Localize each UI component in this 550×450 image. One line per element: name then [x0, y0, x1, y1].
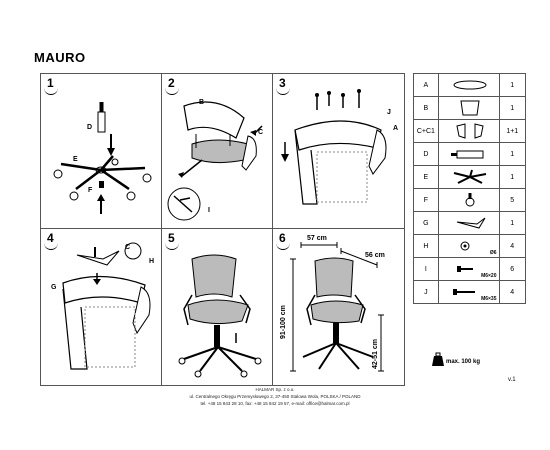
part-image: [437, 165, 500, 189]
part-code: G: [413, 211, 439, 235]
label-e: E: [73, 156, 78, 163]
weight-icon: [432, 352, 444, 366]
step-4-panel: 4 G C H: [41, 229, 162, 385]
step-1-number: 1: [44, 76, 58, 95]
part-row: C+C1 1+1: [413, 119, 526, 143]
footer-company: HALMAR Sp. z o.o.: [255, 387, 295, 392]
part-image: [437, 96, 500, 120]
part-quantity: 1: [498, 142, 526, 166]
backrest-assembly-illustration: B C I: [167, 99, 263, 221]
step-5-number: 5: [165, 231, 179, 250]
part-quantity: 1: [498, 165, 526, 189]
step-5-panel: 5: [162, 229, 273, 385]
label-a: A: [393, 125, 398, 132]
part-image: M6×35: [437, 280, 500, 304]
part-image: [437, 142, 500, 166]
step-3-panel: 3 J A: [273, 74, 404, 229]
part-code: D: [413, 142, 439, 166]
mechanism-assembly-illustration: G C H: [51, 242, 154, 370]
part-quantity: 6: [498, 257, 526, 281]
dimension-height: 91-100 cm: [280, 305, 287, 339]
seat-assembly-illustration: J A: [281, 89, 398, 205]
step-2-number: 2: [165, 76, 179, 95]
bolt-long-icon: [452, 289, 475, 295]
step-4-number: 4: [44, 231, 58, 250]
part-quantity: 4: [498, 234, 526, 258]
label-j: J: [387, 109, 391, 116]
gas-lift-icon: [450, 150, 484, 159]
dimension-depth: 56 cm: [365, 252, 385, 259]
bolt-icon: [456, 266, 473, 272]
part-code: E: [413, 165, 439, 189]
part-code: H: [413, 234, 439, 258]
step-6-number: 6: [276, 231, 290, 250]
caster-icon: [465, 193, 475, 207]
final-chair-illustration: [178, 254, 262, 378]
label-i: I: [208, 207, 210, 214]
step-3-number: 3: [276, 76, 290, 95]
part-quantity: 1: [498, 96, 526, 120]
part-quantity: 5: [498, 188, 526, 212]
part-image: [437, 119, 500, 143]
mechanism-icon: [456, 217, 486, 229]
dimension-width: 57 cm: [307, 235, 327, 242]
part-note: M6×35: [481, 296, 497, 302]
armrest-icon: [456, 123, 484, 139]
max-load-label: max. 100 kg: [446, 359, 481, 365]
part-image: [437, 73, 500, 97]
washer-icon: [460, 241, 470, 251]
part-image: Ø6: [437, 234, 500, 258]
part-note: M6×20: [481, 273, 497, 279]
footer-contact: tel. +48 15 843 28 10, fax: +48 15 842 1…: [200, 401, 350, 406]
part-image: M6×20: [437, 257, 500, 281]
part-code: C+C1: [413, 119, 439, 143]
part-code: B: [413, 96, 439, 120]
label-b: B: [199, 99, 204, 106]
label-h: H: [149, 258, 154, 265]
part-note: Ø6: [489, 250, 497, 256]
version-label: v.1: [508, 377, 516, 383]
label-c-detail: C: [125, 244, 130, 251]
assembly-steps-grid: 1 D E F 2: [40, 73, 405, 386]
step-2-panel: 2 B C I: [162, 74, 273, 229]
part-image: [437, 188, 500, 212]
step-1-panel: 1 D E F: [41, 74, 162, 229]
part-quantity: 1: [498, 73, 526, 97]
seat-cushion-icon: [453, 80, 487, 90]
label-f: F: [88, 187, 93, 194]
base-assembly-illustration: D E F: [53, 102, 152, 214]
part-quantity: 4: [498, 280, 526, 304]
part-quantity: 1+1: [498, 119, 526, 143]
dimensions-illustration: 57 cm 56 cm 91-100 cm 42-51 cm: [280, 235, 385, 372]
base-star-icon: [453, 169, 486, 184]
part-code: A: [413, 73, 439, 97]
part-code: I: [413, 257, 439, 281]
label-c: C: [258, 129, 263, 136]
footer-address: ul. Centralnego Okręgu Przemysłowego 2, …: [189, 394, 361, 399]
dimension-seat-height: 42-51 cm: [372, 339, 379, 369]
part-image: [437, 211, 500, 235]
step-6-panel: 6 57 cm 56 cm 91-100 cm 42-51 cm: [273, 229, 404, 385]
part-code: F: [413, 188, 439, 212]
label-g: G: [51, 284, 57, 291]
backrest-icon: [460, 100, 480, 116]
product-title: MAURO: [34, 50, 86, 65]
label-d: D: [87, 124, 92, 131]
part-code: J: [413, 280, 439, 304]
part-quantity: 1: [498, 211, 526, 235]
